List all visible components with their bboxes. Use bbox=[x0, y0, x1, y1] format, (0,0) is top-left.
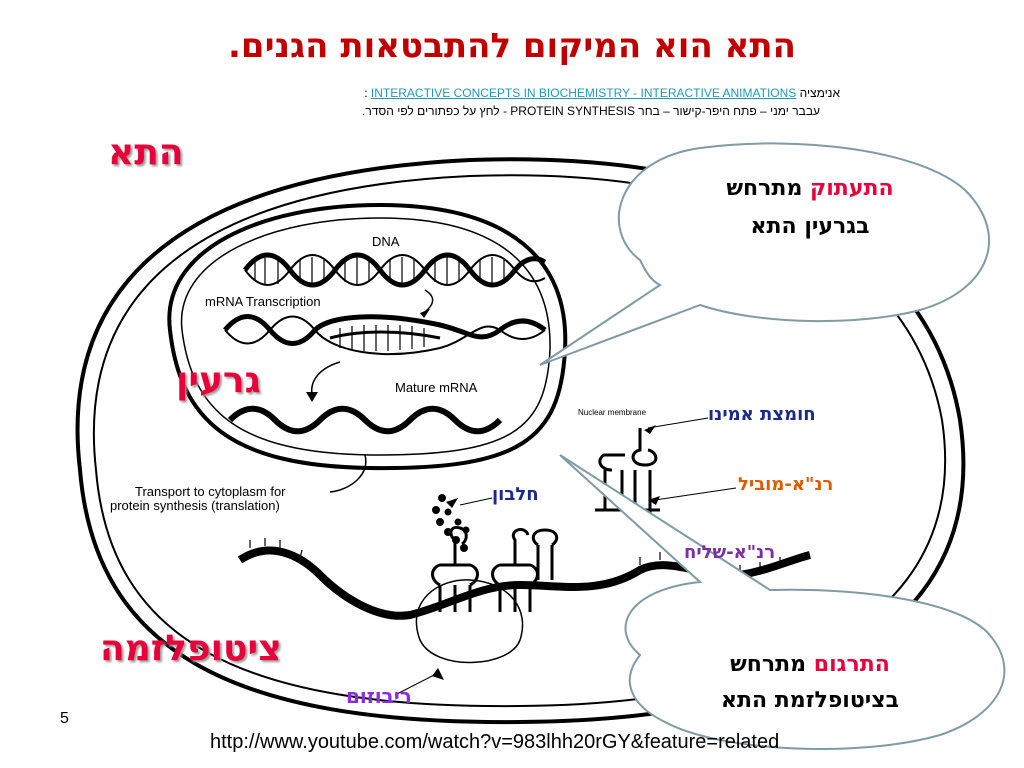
label-cytoplasm: ציטופלזמה bbox=[100, 628, 282, 669]
bubble-top-highlight: התעתוק bbox=[810, 176, 894, 201]
label-trna: רנ"א-מוביל bbox=[738, 474, 834, 495]
transport-label-2: protein synthesis (translation) bbox=[110, 498, 280, 513]
animation-prefix: אנימציה bbox=[799, 86, 840, 100]
animation-suffix: : bbox=[364, 86, 368, 100]
dna-label: DNA bbox=[372, 234, 400, 249]
instruction-line: עבבר ימני – פתח היפר-קישור – בחר PROTEIN… bbox=[362, 104, 820, 118]
bubble-bottom-highlight: התרגום bbox=[813, 652, 890, 677]
bubble-top-rest: מתרחש bbox=[726, 176, 803, 201]
cell-membrane bbox=[75, 157, 966, 725]
nuclear-membrane-label: Nuclear membrane bbox=[578, 408, 647, 417]
bubble-bottom-line1: התרגום מתרחש bbox=[670, 652, 950, 677]
nucleus-membrane bbox=[167, 202, 568, 471]
transcription-strand bbox=[223, 314, 547, 355]
page-number: 5 bbox=[60, 710, 69, 727]
label-mrna: רנ"א-שליח bbox=[684, 542, 776, 563]
mature-mrna bbox=[227, 405, 503, 435]
label-amino-acid: חומצת אמינו bbox=[708, 404, 816, 425]
label-nucleus: גרעין bbox=[176, 360, 261, 401]
bubble-top-line2: בגרעין התא bbox=[750, 214, 870, 239]
youtube-url[interactable]: http://www.youtube.com/watch?v=983lhh20r… bbox=[210, 731, 780, 753]
label-cell: התא bbox=[108, 132, 184, 173]
free-trna bbox=[595, 428, 660, 517]
nucleus-membrane-inner bbox=[180, 217, 551, 456]
label-ribosome: ריבוזום bbox=[346, 684, 412, 708]
trna-on-ribosome bbox=[431, 525, 559, 612]
mature-mrna-label: Mature mRNA bbox=[395, 380, 478, 395]
bubble-top-line1: התעתוק מתרחש bbox=[690, 176, 930, 201]
label-protein: חלבון bbox=[492, 484, 539, 505]
slide-title: התא הוא המיקום להתבטאות הגנים. bbox=[227, 26, 796, 66]
dna-helix bbox=[243, 252, 547, 288]
animation-link[interactable]: INTERACTIVE CONCEPTS IN BIOCHEMISTRY - I… bbox=[370, 86, 797, 100]
bubble-bottom-rest: מתרחש bbox=[730, 652, 807, 677]
cell-membrane-inner bbox=[92, 174, 947, 708]
transcription-label: mRNA Transcription bbox=[205, 294, 321, 309]
bubble-bottom-line2: בציטופלזמת התא bbox=[720, 688, 900, 713]
animation-line: אנימציה INTERACTIVE CONCEPTS IN BIOCHEMI… bbox=[120, 86, 840, 100]
transport-label-1: Transport to cytoplasm for bbox=[135, 484, 286, 499]
bubble-bottom bbox=[559, 454, 1006, 751]
bubble-top bbox=[539, 142, 991, 366]
protein-chain bbox=[432, 494, 470, 552]
